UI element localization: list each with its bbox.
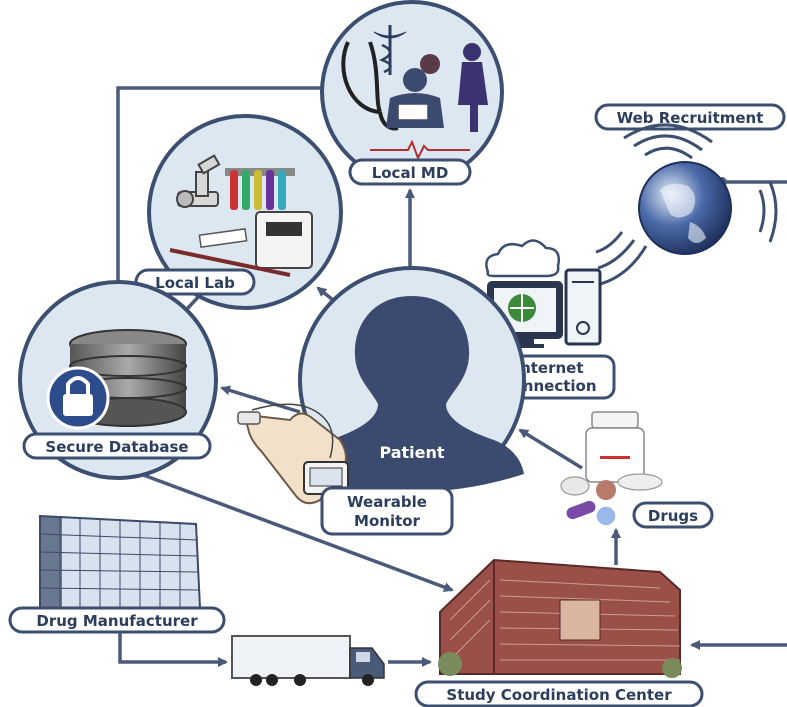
local-md-label: Local MD (372, 164, 449, 182)
patient-label: Patient (379, 443, 444, 462)
lab-analyzer-icon (255, 211, 313, 269)
microscope-icon (176, 154, 221, 208)
arrow-wearable-to-database (220, 385, 301, 414)
web-recruitment-label: Web Recruitment (617, 109, 764, 127)
heartbeat-line (370, 139, 470, 161)
pills-icon (560, 473, 663, 527)
computer-tower-icon (564, 268, 602, 346)
caduceus-icon (373, 25, 407, 75)
study-coordination-center-label: Study Coordination Center (446, 686, 672, 704)
drugs-node: Drugs (560, 411, 714, 529)
drug-manufacturer-node: Drug Manufacturer (8, 514, 226, 634)
arrow-localmd-to-database (113, 86, 330, 300)
local-lab-label: Local Lab (155, 274, 235, 292)
arrow-drugs-to-patient (518, 428, 583, 470)
arrow-database-to-center (129, 468, 454, 592)
doctor-silhouette-icon (386, 54, 444, 128)
wireless-signal-icon (595, 123, 778, 286)
delivery-truck-icon (231, 635, 385, 686)
nurse-silhouette-icon (458, 43, 488, 132)
wearable-monitor-node: Wearable Monitor (237, 403, 454, 536)
drugs-label: Drugs (648, 507, 698, 525)
center-building-icon (438, 558, 682, 678)
arrow-manufacturer-to-truck (118, 632, 228, 667)
web-recruitment-node: Web Recruitment (594, 103, 786, 286)
wearable-monitor-label-line2: Monitor (354, 512, 421, 530)
local-lab-node: Local Lab (134, 114, 343, 310)
local-md-node: Local MD (320, 0, 504, 186)
patient-silhouette-icon (300, 296, 524, 492)
internet-connection-label-line1: Internet (514, 359, 583, 377)
drug-manufacturer-label: Drug Manufacturer (36, 612, 198, 630)
test-tubes-icon (225, 168, 295, 210)
secure-database-label: Secure Database (45, 438, 188, 456)
study-coordination-center-node: Study Coordination Center (414, 558, 704, 707)
syringe-icon (169, 248, 291, 277)
secure-database-node: Secure Database (18, 280, 218, 480)
patient-node: Patient (298, 266, 526, 494)
manufacturer-building-icon (39, 514, 202, 609)
lock-icon (46, 366, 110, 430)
wearable-monitor-label-line1: Wearable (347, 493, 427, 511)
pill-bottle-icon (585, 411, 645, 483)
cloud-icon (485, 239, 560, 278)
connectors (113, 86, 787, 667)
